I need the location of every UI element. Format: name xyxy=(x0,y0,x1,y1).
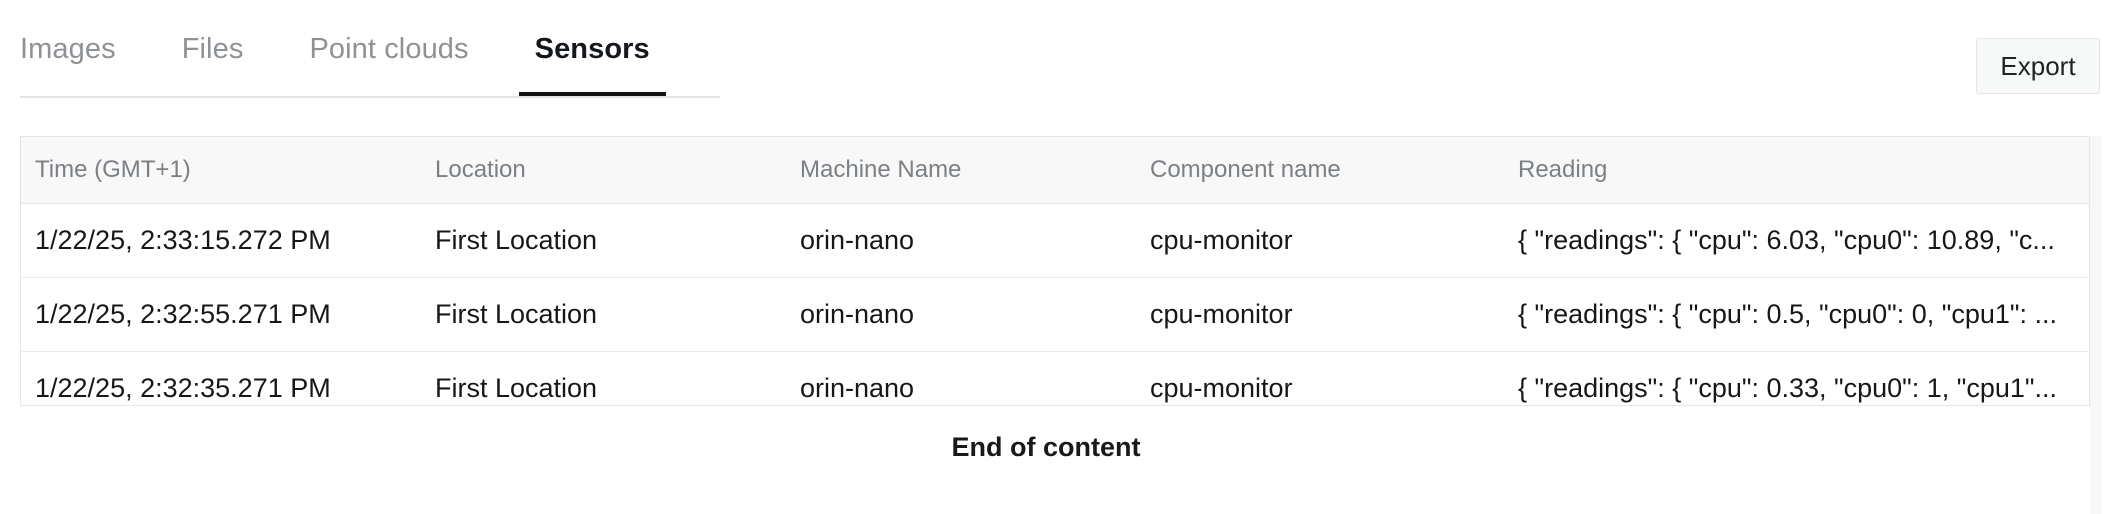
cell-location: First Location xyxy=(421,203,786,278)
cell-reading: { "readings": { "cpu": 6.03, "cpu0": 10.… xyxy=(1504,203,2092,278)
sensors-table-container[interactable]: Time (GMT+1) Location Machine Name Compo… xyxy=(20,136,2092,406)
table-header: Time (GMT+1) Location Machine Name Compo… xyxy=(21,137,2092,204)
cell-reading: { "readings": { "cpu": 0.5, "cpu0": 0, "… xyxy=(1504,277,2092,352)
sensors-table: Time (GMT+1) Location Machine Name Compo… xyxy=(21,137,2092,405)
table-row[interactable]: 1/22/25, 2:33:15.272 PM First Location o… xyxy=(21,203,2092,278)
cell-machine: orin-nano xyxy=(786,351,1136,405)
table-row[interactable]: 1/22/25, 2:32:55.271 PM First Location o… xyxy=(21,277,2092,352)
cell-component: cpu-monitor xyxy=(1136,203,1504,278)
export-button[interactable]: Export xyxy=(1976,38,2100,94)
tab-strip: Images Files Point clouds Sensors xyxy=(20,22,666,98)
tab-images-label: Images xyxy=(20,33,116,65)
column-header-reading[interactable]: Reading xyxy=(1504,137,2092,204)
column-header-machine-name[interactable]: Machine Name xyxy=(786,137,1136,204)
cell-location: First Location xyxy=(421,277,786,352)
cell-machine: orin-nano xyxy=(786,277,1136,352)
table-body: 1/22/25, 2:33:15.272 PM First Location o… xyxy=(21,203,2092,405)
tab-sensors[interactable]: Sensors xyxy=(518,22,666,96)
cell-location: First Location xyxy=(421,351,786,405)
end-of-content-label: End of content xyxy=(951,432,1141,462)
table-right-border xyxy=(2089,136,2090,406)
tab-bar: Images Files Point clouds Sensors xyxy=(20,22,2108,98)
tab-point-clouds-label: Point clouds xyxy=(309,33,469,65)
tab-files[interactable]: Files xyxy=(182,22,244,96)
column-header-component-name[interactable]: Component name xyxy=(1136,137,1504,204)
tab-bar-divider xyxy=(20,96,720,98)
tab-files-label: Files xyxy=(181,33,244,65)
cell-machine: orin-nano xyxy=(786,203,1136,278)
cell-reading: { "readings": { "cpu": 0.33, "cpu0": 1, … xyxy=(1504,351,2092,405)
cell-component: cpu-monitor xyxy=(1136,351,1504,405)
tab-sensors-label: Sensors xyxy=(534,33,650,65)
tab-images[interactable]: Images xyxy=(20,22,116,96)
table-row[interactable]: 1/22/25, 2:32:35.271 PM First Location o… xyxy=(21,351,2092,405)
cell-time: 1/22/25, 2:32:35.271 PM xyxy=(21,351,421,405)
column-header-time[interactable]: Time (GMT+1) xyxy=(21,137,421,204)
tab-point-clouds[interactable]: Point clouds xyxy=(309,22,468,96)
vertical-scrollbar[interactable] xyxy=(2090,136,2102,514)
cell-component: cpu-monitor xyxy=(1136,277,1504,352)
column-header-location[interactable]: Location xyxy=(421,137,786,204)
cell-time: 1/22/25, 2:32:55.271 PM xyxy=(21,277,421,352)
table-header-row: Time (GMT+1) Location Machine Name Compo… xyxy=(21,137,2092,204)
cell-time: 1/22/25, 2:33:15.272 PM xyxy=(21,203,421,278)
